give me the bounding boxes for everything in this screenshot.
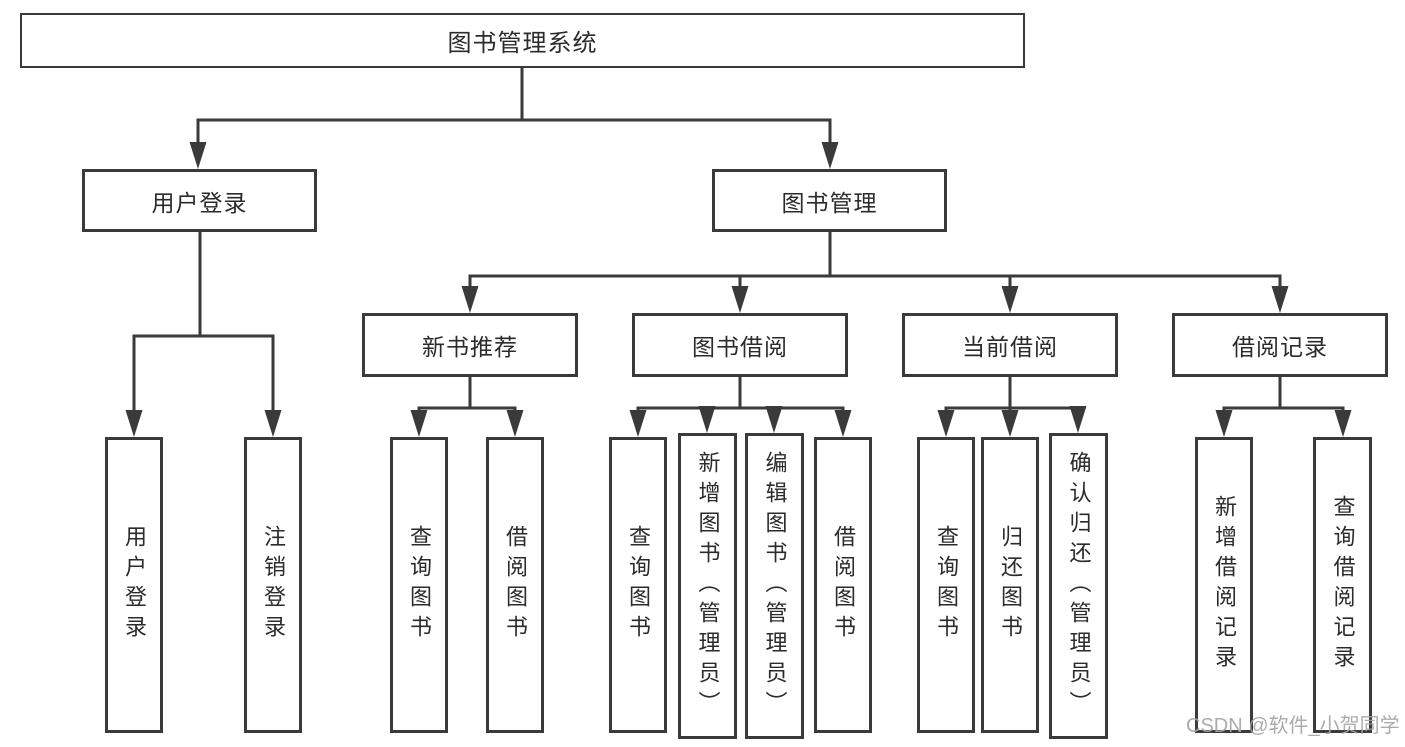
arrowheads [125,142,1352,437]
leaf-query-books-current: 查询图书 [917,437,975,733]
node-user-login: 用户登录 [82,169,317,232]
leaf-confirm-return-admin: 确认归还（管理员） [1049,433,1108,739]
leaf-borrow-books-recommend: 借阅图书 [486,437,544,733]
leaf-query-books-recommend: 查询图书 [390,437,448,733]
leaf-user-login: 用户登录 [105,437,163,733]
leaf-logout: 注销登录 [244,437,302,733]
leaf-borrow-books: 借阅图书 [814,437,872,733]
leaf-query-borrow-record: 查询借阅记录 [1313,437,1372,733]
leaf-add-borrow-record: 新增借阅记录 [1195,437,1253,733]
node-book-borrowing: 图书借阅 [632,313,848,377]
node-borrowing-records: 借阅记录 [1172,313,1388,377]
node-current-borrowing: 当前借阅 [902,313,1118,377]
leaf-edit-books-admin: 编辑图书（管理员） [745,433,804,739]
root-node-library-system: 图书管理系统 [20,13,1025,68]
csdn-watermark: CSDN @软件_小贺同学 [1186,715,1400,737]
node-new-book-recommend: 新书推荐 [362,313,578,377]
leaf-query-books-borrow: 查询图书 [609,437,667,733]
node-book-management: 图书管理 [712,169,947,232]
leaf-return-books: 归还图书 [981,437,1039,733]
leaf-add-books-admin: 新增图书（管理员） [678,433,737,739]
